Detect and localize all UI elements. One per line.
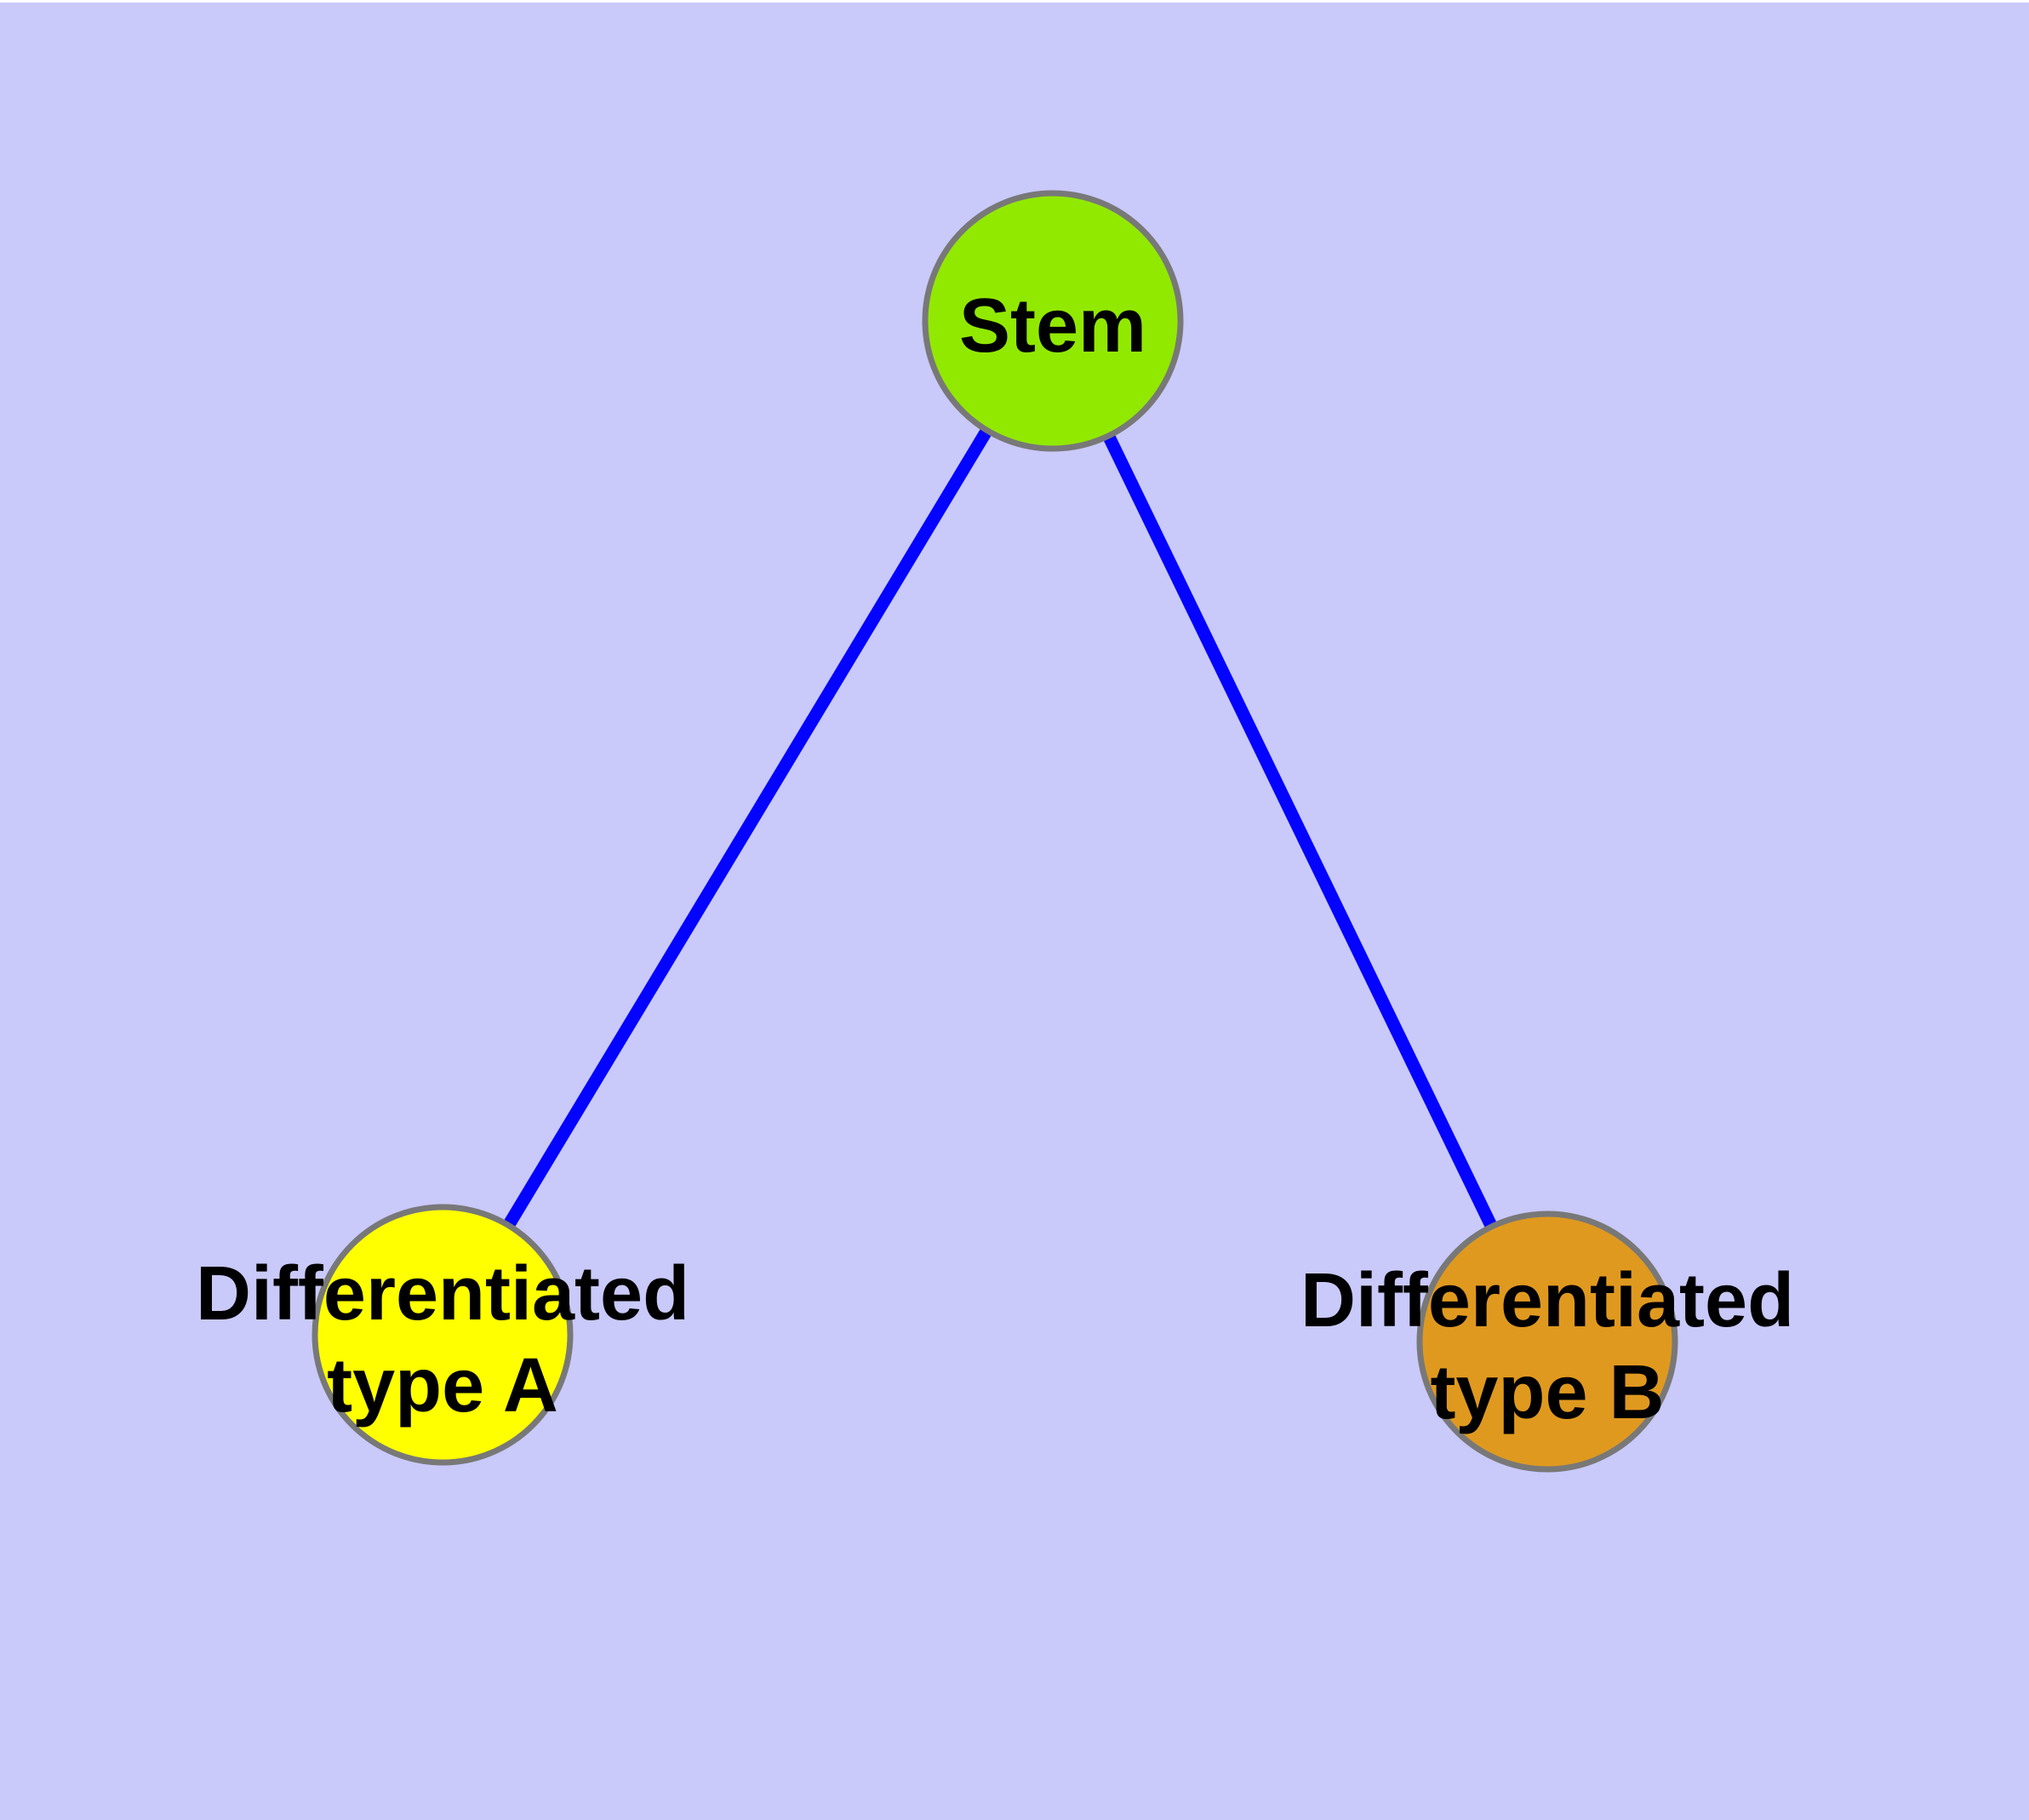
edge-stem-to-diff-b (1047, 318, 1553, 1345)
node-stem-circle (922, 190, 1184, 452)
diagram-canvas (311, 190, 1678, 1473)
node-diff-a-circle (311, 1204, 574, 1466)
edge-stem-to-diff-a (437, 318, 1059, 1338)
node-diff-b-circle (1416, 1210, 1678, 1473)
